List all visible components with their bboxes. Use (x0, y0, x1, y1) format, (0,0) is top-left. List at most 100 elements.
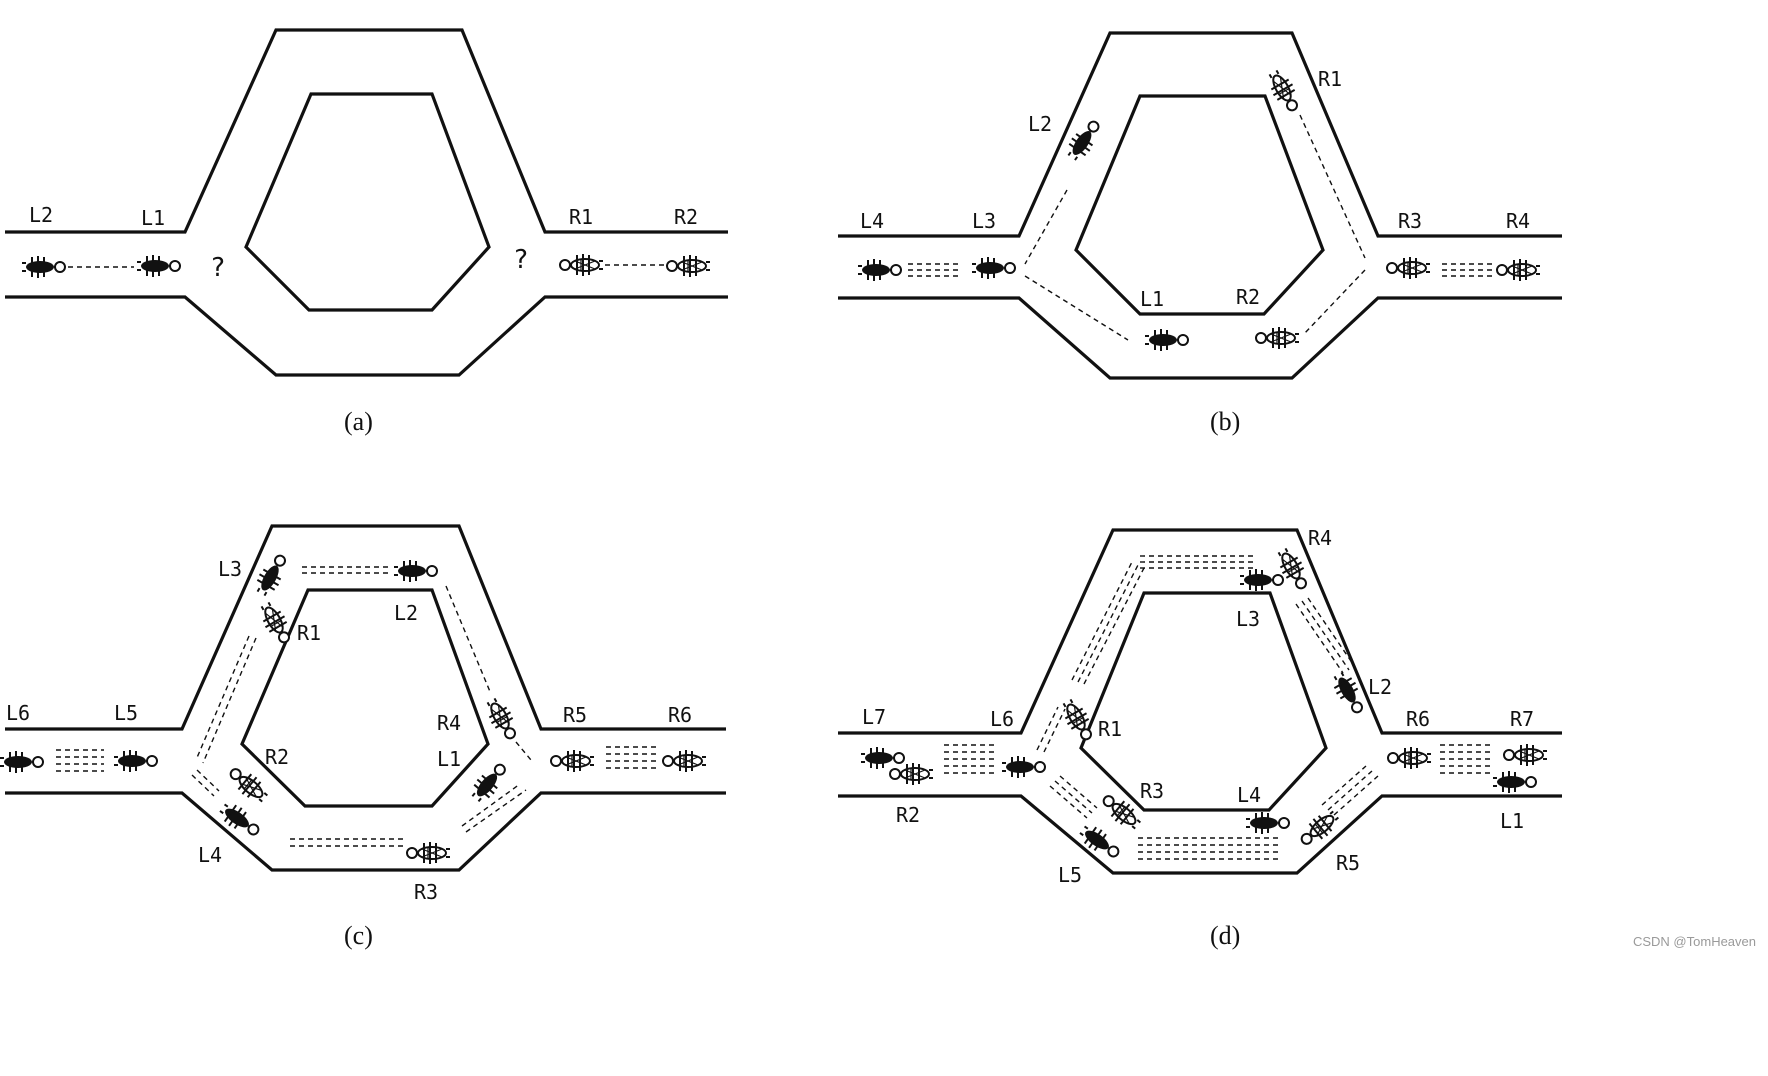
ant-label: L2 (1028, 112, 1052, 136)
pheromone-trail (1440, 744, 1490, 774)
ant-icon (1255, 326, 1300, 350)
inner-hexagon (1074, 94, 1325, 316)
ant-icon (857, 258, 902, 282)
ant-label: L2 (394, 601, 418, 625)
ant-label: R2 (265, 745, 289, 769)
panel-caption: (b) (1210, 407, 1240, 436)
ant-label: R3 (1398, 209, 1422, 233)
ant-label: L4 (198, 843, 222, 867)
ant-label: L5 (1058, 863, 1082, 887)
ant-label: R4 (1506, 209, 1530, 233)
ant-label: R2 (1236, 285, 1260, 309)
ant-label: R1 (1098, 717, 1122, 741)
ant-label: R1 (1318, 67, 1342, 91)
ant-icon (1386, 256, 1431, 280)
ant-label: L3 (1236, 607, 1260, 631)
ant-label: R2 (896, 803, 920, 827)
ant-icon (889, 762, 934, 786)
panel-a: L2 L1 R1 R2 ? ? (a) (5, 28, 728, 436)
pheromone-trail (1302, 269, 1366, 336)
ant-label: R4 (1308, 526, 1332, 550)
ant-icon (254, 597, 298, 649)
ant-icon (480, 693, 524, 745)
panel-caption: (d) (1210, 921, 1240, 950)
ant-label: L3 (218, 557, 242, 581)
pheromone-trail (1140, 555, 1256, 569)
pheromone-trail (1036, 561, 1145, 753)
pheromone-trail (302, 566, 390, 574)
panel-b: L4 L3 L2 R1 R3 R4 L1 R2 (b) (838, 31, 1562, 436)
ant-icon (113, 749, 158, 773)
inner-hexagon (244, 92, 491, 312)
ant-icon (662, 749, 707, 773)
pheromone-trail (1295, 597, 1356, 674)
ant-icon (136, 254, 181, 278)
ant-icon (1239, 568, 1284, 592)
pheromone-trail (56, 749, 104, 772)
ant-label: L4 (860, 209, 884, 233)
pheromone-trail (1321, 765, 1379, 816)
pheromone-trail (461, 741, 532, 833)
ant-icon (0, 750, 44, 774)
ant-icon (1503, 743, 1548, 767)
ant-label: L4 (1237, 783, 1261, 807)
ant-label: L6 (990, 707, 1014, 731)
ant-icon (550, 749, 595, 773)
question-mark: ? (513, 245, 529, 275)
ant-label: L7 (862, 705, 886, 729)
ant-icon (223, 761, 273, 808)
ant-label: R2 (674, 205, 698, 229)
inner-hexagon (1079, 591, 1328, 812)
ant-icon (1492, 770, 1537, 794)
ant-icon (406, 841, 451, 865)
pheromone-trail (944, 744, 994, 774)
road-outline (838, 31, 1562, 380)
panel-c: L6 L5 L3 R1 L2 R4 R5 R6 R2 L1 L4 R3 (c) (0, 524, 726, 950)
pheromone-trail (1024, 189, 1068, 265)
ant-icon (860, 746, 905, 770)
ant-icon (1496, 258, 1541, 282)
ant-label: L1 (1500, 809, 1524, 833)
ant-label: L6 (6, 701, 30, 725)
ant-icon (1001, 755, 1046, 779)
ant-icon (1387, 746, 1432, 770)
panel-caption: (c) (344, 921, 373, 950)
ant-label: R3 (1140, 779, 1164, 803)
question-mark: ? (210, 253, 226, 283)
ant-icon (1327, 667, 1371, 719)
ant-icon (393, 559, 438, 583)
pheromone-trail (1024, 275, 1129, 341)
pheromone-trail (191, 769, 220, 797)
ant-label: R6 (1406, 707, 1430, 731)
ant-icon (1144, 328, 1189, 352)
pheromone-trail (1442, 263, 1494, 277)
road-outline (5, 28, 728, 377)
ant-label: R6 (668, 703, 692, 727)
ant-label: R3 (414, 880, 438, 904)
watermark: CSDN @TomHeaven (1633, 934, 1756, 949)
ant-icon (666, 254, 711, 278)
ant-icon (214, 797, 265, 843)
panel-d: L7 L7 L6 R2 R1 R3 L4 L3 R4 L2 R6 R7 L1 L… (838, 526, 1562, 950)
ant-label: L5 (114, 701, 138, 725)
road-outline (5, 524, 726, 872)
pheromone-trail (1299, 114, 1366, 259)
ant-icon (1074, 819, 1125, 865)
pheromone-trail (908, 263, 960, 277)
pheromone-trail (1138, 837, 1278, 860)
pheromone-trail (1049, 775, 1098, 819)
pheromone-trail (606, 746, 656, 769)
ant-icon (971, 256, 1016, 280)
ant-label: L1 (437, 747, 461, 771)
panel-caption: (a) (344, 407, 373, 436)
ant-icon (1245, 811, 1290, 835)
ant-icon (466, 757, 513, 807)
ant-label: L1 (141, 206, 165, 230)
ant-label: R7 (1510, 707, 1534, 731)
ant-icon (21, 255, 66, 279)
pheromone-trail (290, 838, 405, 847)
ant-label: R4 (437, 711, 461, 735)
ant-label: L2 (1368, 675, 1392, 699)
ant-label: R5 (563, 703, 587, 727)
